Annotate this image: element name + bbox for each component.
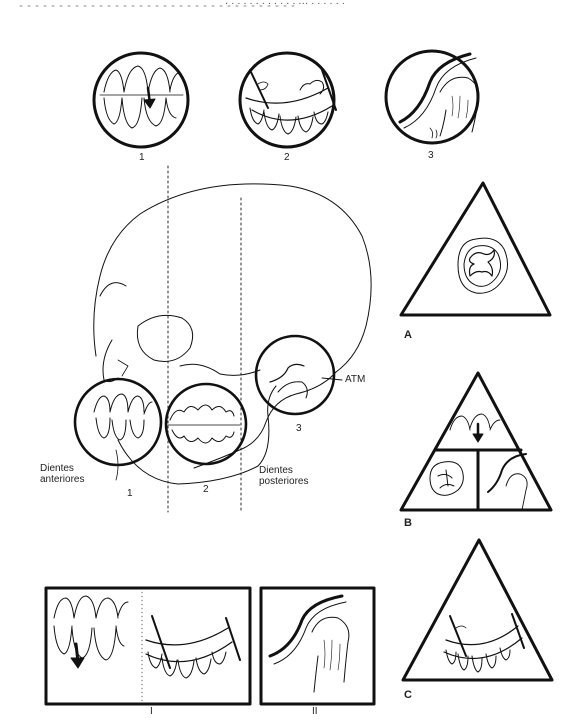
- circle-1-anterior-teeth: [94, 53, 188, 147]
- triangle-c: [403, 540, 552, 680]
- box-i-teeth: [46, 588, 250, 704]
- triangle-c-label: C: [404, 690, 412, 701]
- skull-zone-1-label: 1: [127, 488, 133, 499]
- posterior-teeth-label-line2: posteriores: [259, 476, 308, 487]
- posterior-teeth-label-line1: Dientes: [259, 465, 293, 476]
- top-circle-label-2: 2: [284, 152, 290, 163]
- triangle-b-label: B: [404, 518, 412, 529]
- triangle-b: [401, 373, 551, 510]
- skull-zone-2-label: 2: [203, 484, 209, 495]
- header-fragment: · · · · · · · · · · · · ··· · · · · · ·: [225, 0, 345, 9]
- circle-3-tmj: [386, 51, 479, 143]
- triangle-a: [401, 183, 550, 315]
- atm-label: ATM: [345, 374, 365, 385]
- skull-zone-3-label: 3: [296, 423, 302, 434]
- box-i-label: I: [150, 706, 153, 717]
- skull-circle-anterior: [75, 379, 161, 465]
- anterior-teeth-label-line2: anteriores: [40, 474, 84, 485]
- top-circle-label-1: 1: [139, 152, 145, 163]
- skull-circle-posterior: [166, 384, 246, 464]
- top-circle-label-3: 3: [428, 150, 434, 161]
- triangle-a-label: A: [404, 330, 412, 341]
- skull-outline: [94, 184, 371, 484]
- atm-leader-line: [322, 378, 342, 380]
- anterior-teeth-label-line1: Dientes: [40, 463, 74, 474]
- box-ii-label: II: [312, 706, 318, 717]
- skull-circle-tmj: [256, 336, 334, 414]
- circle-2-posterior-teeth: [240, 53, 336, 147]
- box-ii-tmj: [261, 588, 374, 704]
